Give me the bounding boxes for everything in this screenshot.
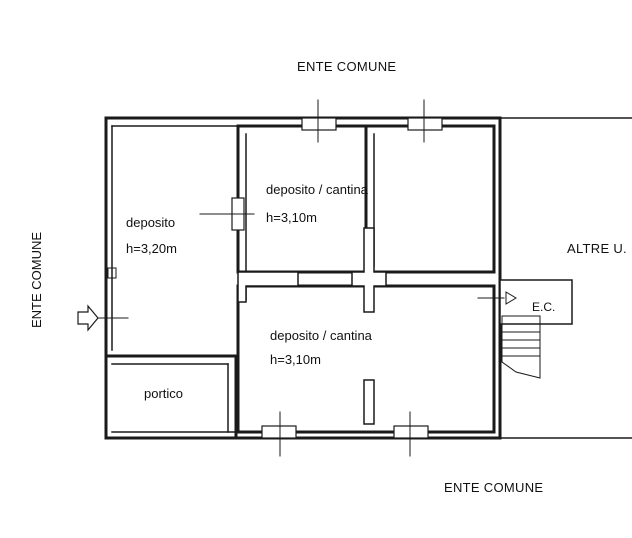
entrance-arrow-icon [77, 304, 99, 332]
room-deposito-height: h=3,20m [126, 241, 177, 256]
window-top-1 [301, 117, 337, 131]
room-portico-name: portico [144, 386, 184, 401]
label-top-ente-comune: ENTE COMUNE [297, 59, 397, 74]
staircase [501, 315, 541, 379]
window-top-2 [407, 117, 443, 131]
room-top-height: h=3,10m [266, 210, 317, 225]
room-top-name: deposito / cantina [266, 182, 368, 197]
wall-niche [107, 267, 117, 279]
room-bottom-name: deposito / cantina [270, 328, 372, 343]
room-deposito-name: deposito [126, 215, 176, 230]
central-pillar [351, 227, 387, 313]
label-left-ente-comune: ENTE COMUNE [29, 231, 44, 328]
window-bottom-1 [261, 425, 297, 439]
window-bottom-2 [393, 425, 429, 439]
ec-arrow [505, 291, 517, 305]
label-ec: E.C. [532, 300, 556, 314]
label-altre-unita: ALTRE U. [567, 241, 627, 256]
room-bottom-height: h=3,10m [270, 352, 321, 367]
left-stub-wall [237, 271, 299, 303]
label-bottom-ente-comune: ENTE COMUNE [444, 480, 544, 495]
bottom-pillar [363, 379, 375, 425]
